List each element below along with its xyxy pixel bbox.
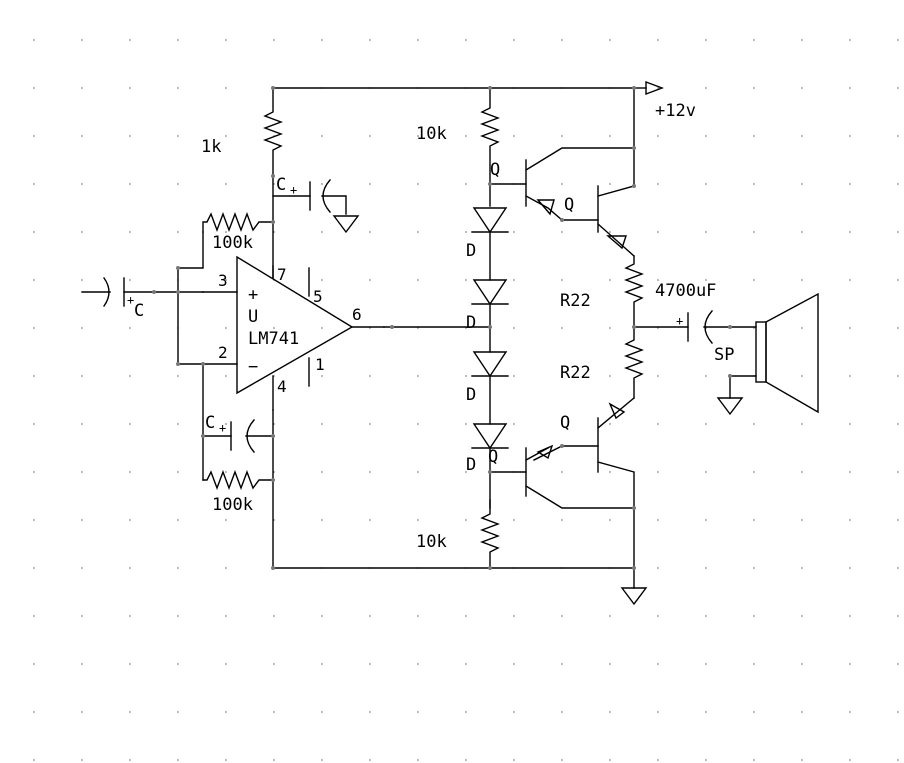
- emitter-resistors: [624, 255, 644, 399]
- input-network: [81, 212, 274, 365]
- supply-rail: [272, 80, 664, 187]
- pin-6-label: 6: [352, 305, 362, 324]
- diode-1-label: D: [466, 241, 476, 261]
- pin-4-label: 4: [277, 377, 287, 396]
- transistor-1-label: Q: [490, 160, 500, 180]
- r-emit-bot-label: R22: [560, 363, 591, 383]
- pin-7-label: 7: [277, 265, 287, 284]
- transistor-q4: [489, 444, 635, 509]
- transistor-2-label: Q: [564, 195, 574, 215]
- diode-string: [471, 207, 509, 509]
- r-bias-bot-label: 10k: [416, 532, 447, 552]
- transistor-3-label: Q: [560, 413, 570, 433]
- grid-dots: [33, 39, 899, 761]
- node-markers: [152, 86, 732, 570]
- output-capacitor: [633, 310, 757, 344]
- cap-op-bot-label: C: [205, 413, 215, 433]
- pin-5-label: 5: [313, 287, 323, 306]
- r-fb-top-label: 100k: [212, 233, 253, 253]
- diode-3-label: D: [466, 385, 476, 405]
- pin-2-label: 2: [218, 343, 228, 362]
- opamp-name-label: LM741: [248, 329, 299, 349]
- speaker-label: SP: [714, 345, 734, 365]
- pin-3-label: 3: [218, 271, 228, 290]
- ground-symbol: [620, 587, 648, 606]
- cap-op-top-label: C: [276, 175, 286, 195]
- bottom-feedback: [202, 363, 274, 569]
- r-emit-top-label: R22: [560, 291, 591, 311]
- opamp-plus-sign: +: [248, 285, 258, 305]
- r-fb-bot-label: 100k: [212, 495, 253, 515]
- capacitor-op-top: [272, 179, 360, 234]
- diode-2-label: D: [466, 313, 476, 333]
- resistor-10k-bottom: [480, 499, 500, 569]
- resistor-1k: [263, 87, 283, 279]
- cap-in-label: C: [134, 301, 144, 321]
- supply-label: +12v: [655, 101, 696, 121]
- cap-in-plus: +: [127, 293, 134, 307]
- pin-1-label: 1: [315, 355, 325, 374]
- cap-op-top-plus: +: [290, 183, 297, 197]
- cap-out-plus: +: [676, 314, 683, 328]
- resistor-10k-top: [480, 87, 500, 207]
- r-1k-label: 1k: [201, 137, 221, 157]
- diode-4-label: D: [466, 455, 476, 475]
- transistor-4-label: Q: [488, 447, 498, 467]
- cap-op-bot-plus: +: [219, 421, 226, 435]
- ground-rail: [272, 567, 635, 589]
- cap-out-label: 4700uF: [655, 281, 716, 301]
- r-bias-top-label: 10k: [416, 124, 447, 144]
- opamp-minus-sign: −: [248, 357, 258, 377]
- transistor-q2: [597, 185, 635, 257]
- transistor-q3: [533, 397, 635, 569]
- opamp-ref-label: U: [248, 307, 258, 327]
- transistor-q1: [489, 147, 635, 221]
